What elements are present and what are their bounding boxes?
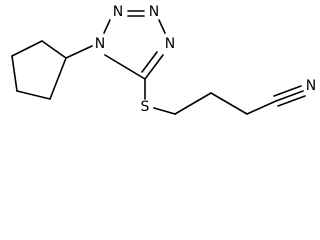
- bond: [11, 55, 18, 92]
- bond: [273, 85, 302, 97]
- bond: [49, 57, 67, 100]
- atom-label-n2: N: [113, 4, 123, 20]
- bond: [103, 19, 111, 34]
- bond: [141, 51, 158, 73]
- atom-label-n4: N: [165, 36, 175, 52]
- atom-label-sulfur: S: [141, 99, 150, 115]
- tetrazole-ring: [103, 10, 166, 80]
- bond: [104, 54, 146, 80]
- bond: [158, 19, 166, 34]
- alkyl-chain: [153, 92, 277, 115]
- nitrile-triple-bond: [273, 85, 306, 107]
- bond: [153, 107, 176, 115]
- bond: [174, 92, 212, 115]
- cyclopentyl-ring: [11, 40, 67, 100]
- atom-label-n3: N: [149, 4, 159, 20]
- atom-label-n1: N: [95, 36, 105, 52]
- molecule-structure: N N N N S N: [11, 4, 316, 115]
- bond: [11, 40, 43, 57]
- bond: [275, 90, 304, 102]
- bond: [65, 45, 93, 59]
- bond: [277, 95, 306, 107]
- atom-label-nitrile-n: N: [306, 78, 316, 94]
- bond: [16, 90, 51, 100]
- bond: [144, 54, 164, 80]
- bond: [210, 92, 248, 115]
- bond: [41, 40, 67, 59]
- bond: [246, 100, 277, 115]
